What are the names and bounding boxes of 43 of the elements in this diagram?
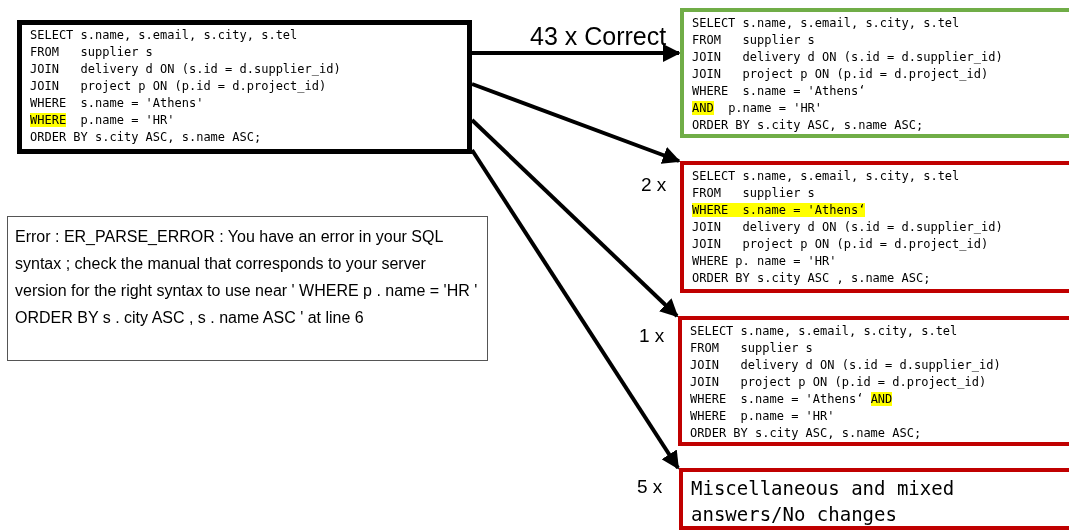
code-line: FROM supplier s [690, 340, 813, 357]
code-line: JOIN delivery d ON (s.id = d.supplier_id) [30, 61, 341, 78]
count-label: 2 x [641, 173, 667, 197]
code-line: SELECT s.name, s.email, s.city, s.tel [690, 323, 958, 340]
count-label: 1 x [639, 324, 665, 348]
sql-query-box [680, 8, 1069, 138]
code-line: SELECT s.name, s.email, s.city, s.tel [692, 168, 960, 185]
code-line: JOIN project p ON (p.id = d.project_id) [690, 374, 987, 391]
count-label: 43 x Correct [530, 21, 667, 52]
sql-query-box [680, 161, 1069, 293]
code-line: FROM supplier s [692, 32, 815, 49]
code-line: JOIN project p ON (p.id = d.project_id) [692, 66, 989, 83]
code-line: JOIN delivery d ON (s.id = d.supplier_id) [692, 219, 1003, 236]
arrow [470, 118, 679, 318]
arrow [472, 44, 681, 62]
code-line: JOIN delivery d ON (s.id = d.supplier_id) [690, 357, 1001, 374]
sql-query-box [678, 316, 1069, 446]
code-line: FROM supplier s [30, 44, 153, 61]
arrow [470, 148, 680, 470]
code-line: WHERE s.name = 'Athens‘ AND [690, 391, 893, 408]
code-line: JOIN delivery d ON (s.id = d.supplier_id) [692, 49, 1003, 66]
arrow [471, 82, 681, 164]
code-line: JOIN project p ON (p.id = d.project_id) [692, 236, 989, 253]
code-line: WHERE p.name = 'HR' [690, 408, 835, 425]
code-line: WHERE s.name = 'Athens‘ [692, 83, 866, 100]
sql-query-box [17, 20, 472, 154]
code-line: ORDER BY s.city ASC, s.name ASC; [30, 129, 262, 146]
code-line: ORDER BY s.city ASC, s.name ASC; [690, 425, 922, 442]
code-line: WHERE s.name = 'Athens' [30, 95, 204, 112]
error-text: Error : ER_PARSE_ERROR : You have an error in your SQL syntax ; check the manual that corresponds to your server version for the right syntax to use near ' WHERE p . name = 'HR ' ORDER BY s . city ASC , s . name ASC ' at line 6 [15, 227, 479, 328]
code-line: FROM supplier s [692, 185, 815, 202]
code-line: ORDER BY s.city ASC, s.name ASC; [692, 117, 924, 134]
code-line: SELECT s.name, s.email, s.city, s.tel [692, 15, 960, 32]
code-line: WHERE p. name = 'HR' [692, 253, 837, 270]
code-line: JOIN project p ON (p.id = d.project_id) [30, 78, 327, 95]
sql-query-box [679, 468, 1069, 530]
error-message-box [7, 216, 488, 361]
code-line: SELECT s.name, s.email, s.city, s.tel [30, 27, 298, 44]
code-line: WHERE p.name = 'HR' [30, 112, 175, 129]
code-line: Miscellaneous and mixed answers/No changes [691, 476, 956, 527]
count-label: 5 x [637, 475, 663, 499]
code-line: AND p.name = 'HR' [692, 100, 823, 117]
code-line: ORDER BY s.city ASC , s.name ASC; [692, 270, 931, 287]
